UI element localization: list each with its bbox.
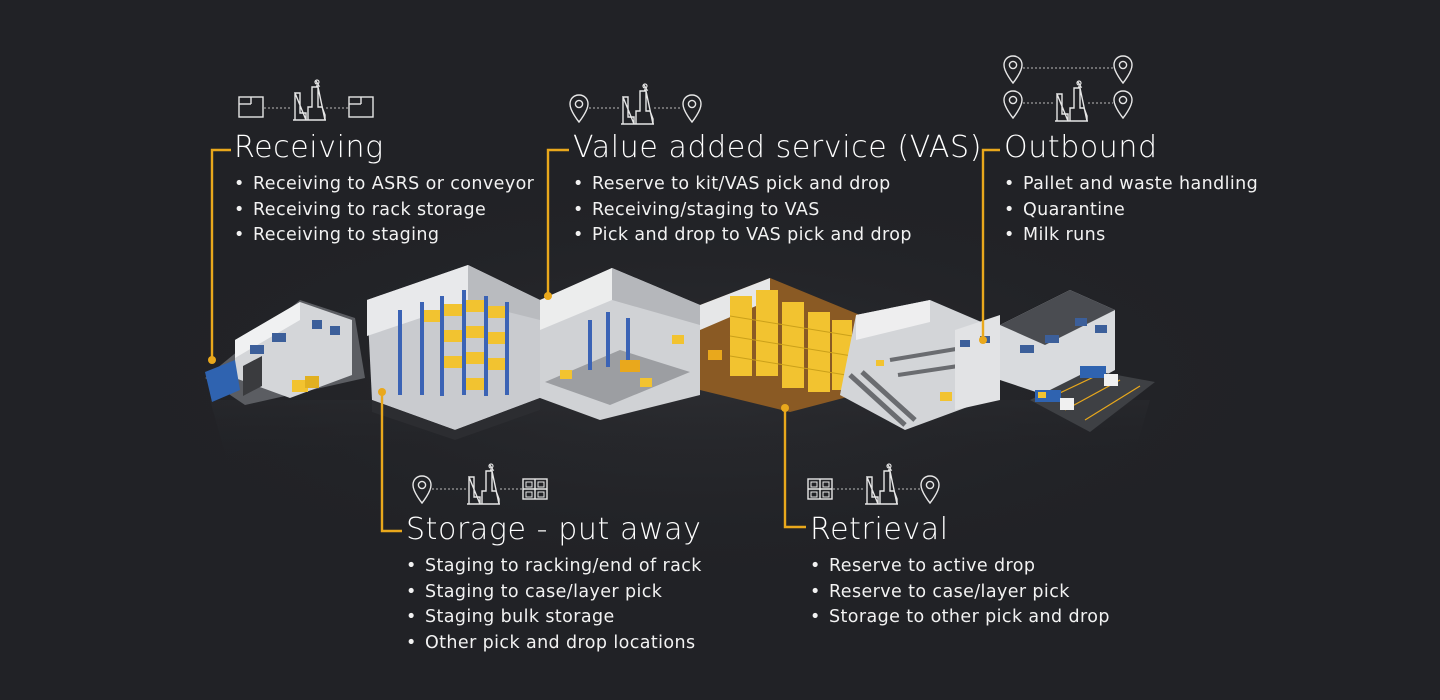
retrieval-list: Reserve to active drop Reserve to case/l… — [810, 554, 1110, 631]
location-pin-icon — [1113, 55, 1133, 84]
list-item: Receiving to ASRS or conveyor — [234, 172, 534, 198]
location-pin-icon — [1003, 55, 1023, 84]
forklift-icon — [1054, 80, 1088, 122]
forklift-icon — [292, 79, 326, 121]
list-item: Milk runs — [1004, 223, 1258, 249]
storage-list: Staging to racking/end of rack Staging t… — [406, 554, 702, 656]
receiving-title: Receiving — [234, 130, 384, 165]
vas-list: Reserve to kit/VAS pick and drop Receivi… — [573, 172, 982, 249]
forklift-icon — [620, 83, 654, 125]
storage-section: Storage - put away Staging to racking/en… — [406, 512, 702, 656]
retrieval-section: Retrieval Reserve to active drop Reserve… — [810, 512, 1110, 631]
outbound-section: Outbound Pallet and waste handling Quara… — [1004, 130, 1258, 249]
list-item: Staging bulk storage — [406, 605, 702, 631]
storage-room — [367, 265, 540, 440]
outbound-list: Pallet and waste handling Quarantine Mil… — [1004, 172, 1258, 249]
connector-dots — [208, 292, 987, 412]
list-item: Reserve to case/layer pick — [810, 580, 1110, 606]
outbound-title: Outbound — [1004, 130, 1158, 165]
outbound-building — [955, 290, 1155, 432]
list-item: Pallet and waste handling — [1004, 172, 1258, 198]
list-item: Reserve to active drop — [810, 554, 1110, 580]
list-item: Receiving to staging — [234, 223, 534, 249]
receiving-connector — [210, 148, 231, 360]
receiving-building — [205, 300, 365, 405]
vas-section: Value added service (VAS) Reserve to kit… — [573, 130, 982, 249]
vas-room — [540, 268, 700, 420]
location-pin-icon — [1003, 90, 1023, 119]
storage-connector — [380, 392, 402, 533]
outbound-icon-row — [1003, 55, 1133, 122]
list-item: Quarantine — [1004, 198, 1258, 224]
location-pin-icon — [1113, 90, 1133, 119]
list-item: Other pick and drop locations — [406, 631, 702, 657]
list-item: Receiving to rack storage — [234, 198, 534, 224]
retrieval-room — [700, 278, 860, 412]
vas-title: Value added service (VAS) — [573, 130, 982, 165]
connector-lines — [210, 148, 1000, 533]
box-icon — [348, 96, 374, 118]
location-pin-icon — [682, 94, 702, 123]
list-item: Staging to case/layer pick — [406, 580, 702, 606]
vas-connector — [546, 148, 569, 296]
storage-title: Storage - put away — [406, 512, 702, 547]
list-item: Receiving/staging to VAS — [573, 198, 982, 224]
retrieval-icon-row — [807, 463, 940, 505]
box-icon — [238, 96, 264, 118]
retrieval-connector — [783, 408, 806, 529]
retrieval-title: Retrieval — [810, 512, 949, 547]
receiving-icon-row — [238, 79, 374, 121]
list-item: Storage to other pick and drop — [810, 605, 1110, 631]
list-item: Staging to racking/end of rack — [406, 554, 702, 580]
list-item: Pick and drop to VAS pick and drop — [573, 223, 982, 249]
receiving-section: Receiving Receiving to ASRS or conveyor … — [234, 130, 534, 249]
list-item: Reserve to kit/VAS pick and drop — [573, 172, 982, 198]
location-pin-icon — [569, 94, 589, 123]
outbound-connector — [981, 148, 1000, 340]
storage-icon-row — [412, 463, 548, 505]
vas-icon-row — [569, 83, 702, 125]
receiving-list: Receiving to ASRS or conveyor Receiving … — [234, 172, 534, 249]
warehouse-strip — [205, 265, 1155, 440]
